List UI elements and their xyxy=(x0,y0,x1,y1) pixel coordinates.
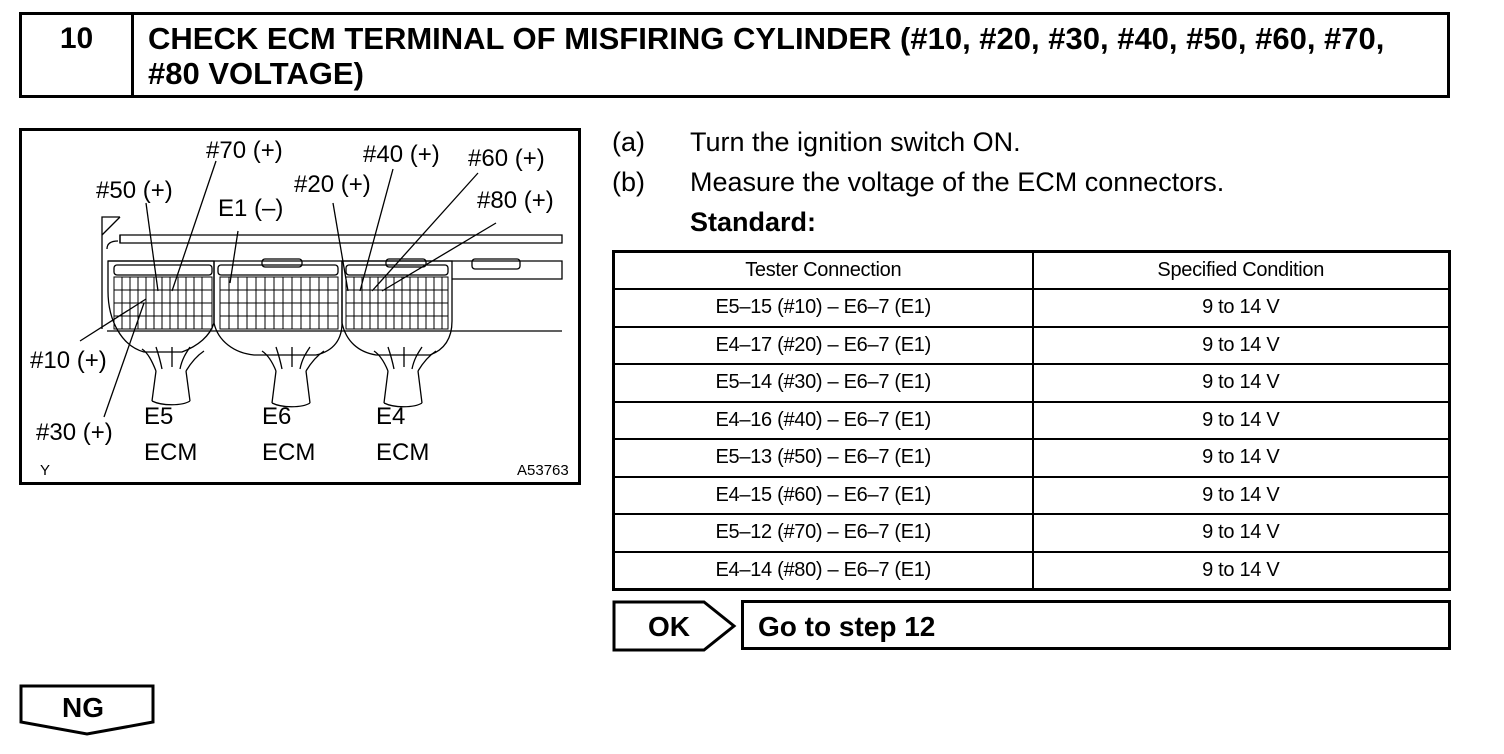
ng-label: NG xyxy=(62,692,104,723)
table-row: E4–14 (#80) – E6–7 (E1) 9 to 14 V xyxy=(612,550,1451,591)
ecm-connector-figure: #70 (+) #40 (+) #60 (+) #50 (+) #20 (+) … xyxy=(19,128,581,485)
ok-label: OK xyxy=(648,611,690,642)
specified-condition-cell: 9 to 14 V xyxy=(1031,475,1451,515)
tester-connection-cell: E4–17 (#20) – E6–7 (E1) xyxy=(612,325,1034,365)
step-title: CHECK ECM TERMINAL OF MISFIRING CYLINDER… xyxy=(148,21,1385,91)
step-number: 10 xyxy=(22,15,134,95)
specified-condition-cell: 9 to 14 V xyxy=(1031,513,1451,553)
step-header: 10 CHECK ECM TERMINAL OF MISFIRING CYLIN… xyxy=(19,12,1450,98)
specified-condition-cell: 9 to 14 V xyxy=(1031,325,1451,365)
connector-e6-unit: ECM xyxy=(262,439,316,466)
spec-table: Tester Connection Specified Condition E5… xyxy=(612,250,1451,591)
ecm-connector-drawing xyxy=(79,160,563,418)
figure-id: A53763 xyxy=(517,462,569,479)
label-e1: E1 (–) xyxy=(218,195,284,222)
specified-condition-cell: 9 to 14 V xyxy=(1031,288,1451,328)
right-arrow-icon xyxy=(612,600,737,652)
table-row: E5–12 (#70) – E6–7 (E1) 9 to 14 V xyxy=(612,513,1451,553)
tester-connection-cell: E5–13 (#50) – E6–7 (E1) xyxy=(612,438,1034,478)
tester-connection-cell: E4–16 (#40) – E6–7 (E1) xyxy=(612,400,1034,440)
connector-e5-unit: ECM xyxy=(144,439,198,466)
instruction-a-text: Turn the ignition switch ON. xyxy=(690,127,1021,157)
header-specified-condition: Specified Condition xyxy=(1031,250,1451,290)
label-30: #30 (+) xyxy=(36,419,113,446)
label-80: #80 (+) xyxy=(477,187,554,214)
specified-condition-cell: 9 to 14 V xyxy=(1031,400,1451,440)
label-20: #20 (+) xyxy=(294,171,371,198)
standard-heading: Standard: xyxy=(690,207,817,237)
connector-e4-code: E4 xyxy=(376,403,406,430)
tester-connection-cell: E4–14 (#80) – E6–7 (E1) xyxy=(612,550,1034,591)
table-row: E4–16 (#40) – E6–7 (E1) 9 to 14 V xyxy=(612,400,1451,440)
go-to-step-link[interactable]: Go to step 12 xyxy=(741,600,1451,650)
specified-condition-cell: 9 to 14 V xyxy=(1031,363,1451,403)
header-tester-connection: Tester Connection xyxy=(612,250,1034,290)
tester-connection-cell: E4–15 (#60) – E6–7 (E1) xyxy=(612,475,1034,515)
down-arrow-icon xyxy=(19,684,155,736)
tester-connection-cell: E5–12 (#70) – E6–7 (E1) xyxy=(612,513,1034,553)
table-header-row: Tester Connection Specified Condition xyxy=(612,250,1451,290)
instruction-b-text: Measure the voltage of the ECM connector… xyxy=(690,167,1225,197)
connector-e5-code: E5 xyxy=(144,403,174,430)
label-60: #60 (+) xyxy=(468,145,545,172)
label-10: #10 (+) xyxy=(30,347,107,374)
tester-connection-cell: E5–14 (#30) – E6–7 (E1) xyxy=(612,363,1034,403)
label-50: #50 (+) xyxy=(96,177,173,204)
corner-mark: Y xyxy=(40,462,51,479)
label-70: #70 (+) xyxy=(206,137,283,164)
specified-condition-cell: 9 to 14 V xyxy=(1031,550,1451,591)
tester-connection-cell: E5–15 (#10) – E6–7 (E1) xyxy=(612,288,1034,328)
connector-e6-code: E6 xyxy=(262,403,292,430)
table-row: E5–14 (#30) – E6–7 (E1) 9 to 14 V xyxy=(612,363,1451,403)
table-row: E4–17 (#20) – E6–7 (E1) 9 to 14 V xyxy=(612,325,1451,365)
instruction-b-label: (b) xyxy=(612,167,645,197)
connector-e4-unit: ECM xyxy=(376,439,430,466)
label-40: #40 (+) xyxy=(363,141,440,168)
specified-condition-cell: 9 to 14 V xyxy=(1031,438,1451,478)
table-row: E5–15 (#10) – E6–7 (E1) 9 to 14 V xyxy=(612,288,1451,328)
table-row: E4–15 (#60) – E6–7 (E1) 9 to 14 V xyxy=(612,475,1451,515)
instruction-a-label: (a) xyxy=(612,127,645,157)
table-row: E5–13 (#50) – E6–7 (E1) 9 to 14 V xyxy=(612,438,1451,478)
